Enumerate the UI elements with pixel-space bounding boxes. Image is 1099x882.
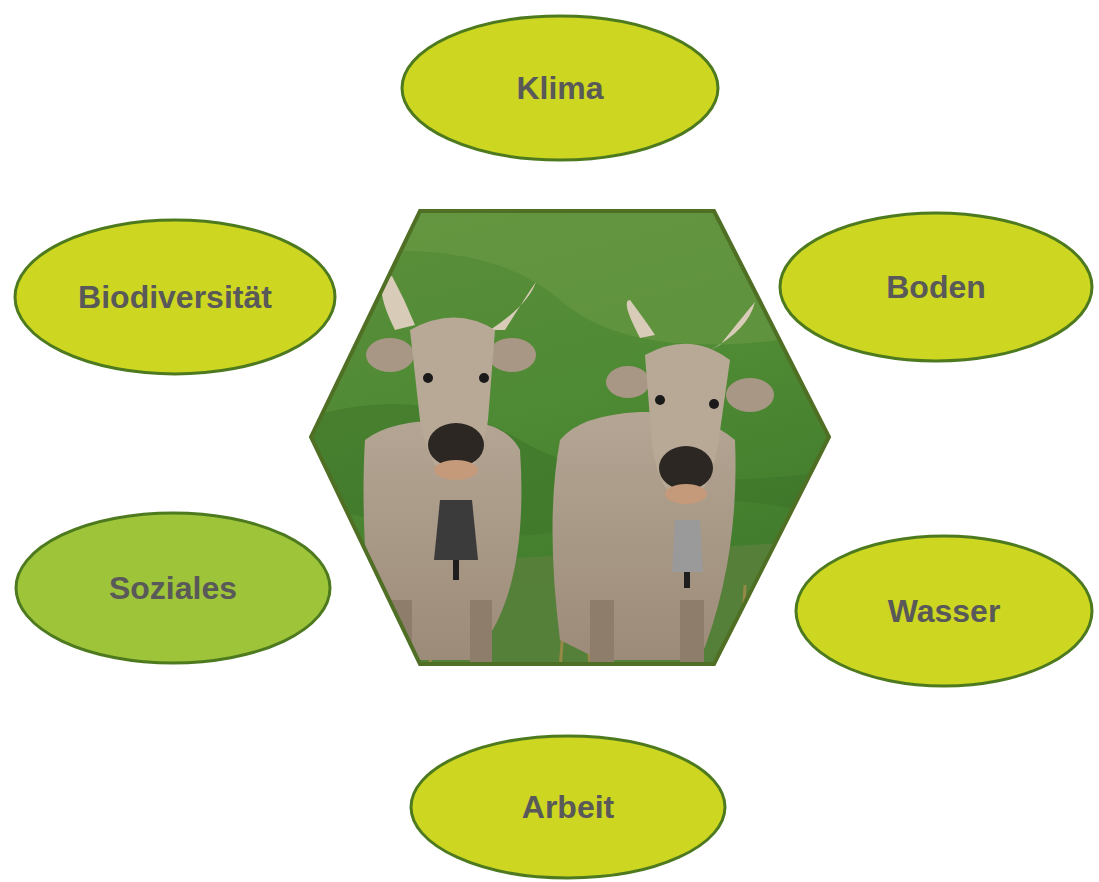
label-area: Klima bbox=[400, 14, 720, 162]
label-area: Biodiversität bbox=[13, 218, 337, 376]
label-area: Soziales bbox=[14, 511, 332, 665]
topic-ellipse: Soziales bbox=[14, 511, 332, 665]
photo-content bbox=[300, 200, 840, 670]
ellipse-shape bbox=[796, 536, 1092, 686]
ellipse-shape bbox=[780, 213, 1092, 361]
topic-label: Soziales bbox=[109, 570, 237, 607]
topic-label: Klima bbox=[516, 70, 603, 107]
topic-ellipse: Klima bbox=[400, 14, 720, 162]
hexagon-frame bbox=[311, 211, 829, 664]
ellipse-shape bbox=[15, 220, 335, 374]
topic-label: Boden bbox=[886, 269, 986, 306]
topic-ellipse: Boden bbox=[778, 211, 1094, 363]
topic-label: Arbeit bbox=[522, 789, 614, 826]
label-area: Arbeit bbox=[409, 734, 727, 880]
ellipse-shape bbox=[16, 513, 330, 663]
cow-left bbox=[364, 276, 536, 664]
topic-label: Biodiversität bbox=[78, 279, 272, 316]
label-area: Wasser bbox=[794, 534, 1094, 688]
ellipse-shape bbox=[411, 736, 725, 878]
ellipse-shape bbox=[402, 16, 718, 160]
topic-label: Wasser bbox=[888, 593, 1001, 630]
topic-ellipse: Biodiversität bbox=[13, 218, 337, 376]
label-area: Boden bbox=[778, 211, 1094, 363]
topic-ellipse: Wasser bbox=[794, 534, 1094, 688]
topic-ellipse: Arbeit bbox=[409, 734, 727, 880]
